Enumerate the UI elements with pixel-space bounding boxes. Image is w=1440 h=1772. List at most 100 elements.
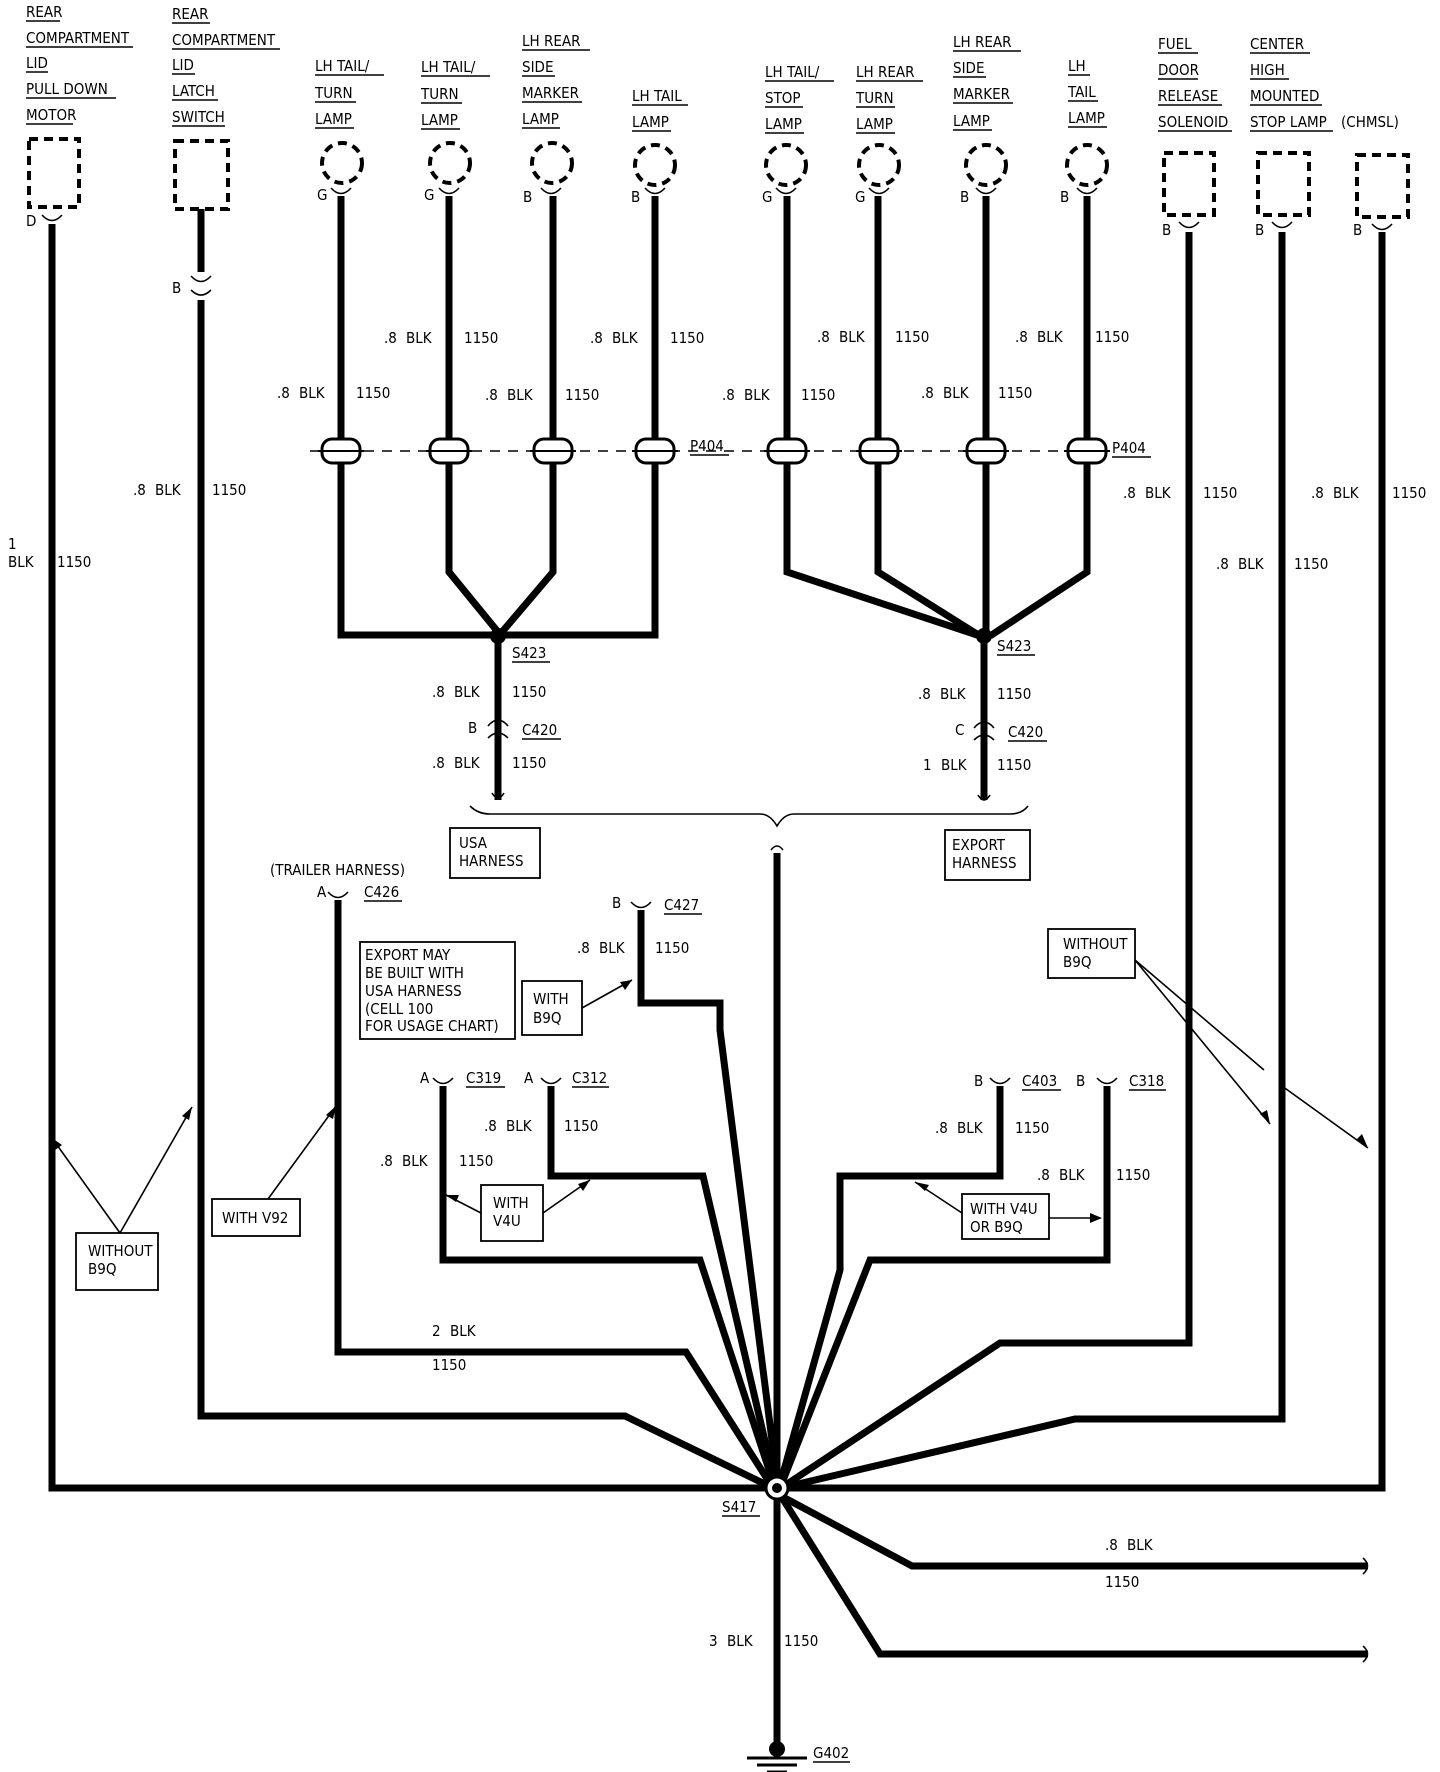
- svg-text:WITHOUT: WITHOUT: [88, 1242, 153, 1260]
- svg-text:1150: 1150: [464, 329, 498, 347]
- svg-text:BLK: BLK: [1238, 555, 1265, 573]
- svg-text:SOLENOID: SOLENOID: [1158, 113, 1228, 131]
- svg-text:1150: 1150: [565, 386, 599, 404]
- svg-text:TURN: TURN: [855, 89, 894, 107]
- svg-text:.8: .8: [918, 685, 931, 703]
- svg-text:1150: 1150: [1095, 328, 1129, 346]
- svg-text:WITH: WITH: [493, 1194, 529, 1212]
- svg-text:BLK: BLK: [454, 754, 481, 772]
- with-v4u-or-b9q-box: WITH V4U OR B9Q: [914, 1181, 1102, 1240]
- svg-text:MARKER: MARKER: [953, 85, 1010, 103]
- lamp-terminals: G G B B G G B B B B B: [317, 186, 1393, 239]
- ground-icon: [769, 1741, 785, 1757]
- svg-text:B: B: [523, 188, 532, 206]
- svg-text:BLK: BLK: [406, 329, 433, 347]
- svg-text:COMPARTMENT: COMPARTMENT: [172, 31, 276, 49]
- svg-text:1150: 1150: [1105, 1573, 1139, 1591]
- svg-text:A: A: [420, 1069, 430, 1087]
- svg-text:BLK: BLK: [612, 329, 639, 347]
- svg-text:1150: 1150: [801, 386, 835, 404]
- svg-text:BLK: BLK: [941, 756, 968, 774]
- lamp-socket-lh-rear-turn: [857, 143, 901, 187]
- svg-text:B: B: [468, 719, 477, 737]
- splice-s417: S417: [722, 1475, 790, 1517]
- svg-text:D: D: [26, 212, 36, 230]
- svg-text:MOUNTED: MOUNTED: [1250, 87, 1319, 105]
- svg-text:.8: .8: [1037, 1166, 1050, 1184]
- svg-text:.8: .8: [384, 329, 397, 347]
- svg-text:1150: 1150: [512, 754, 546, 772]
- svg-text:B: B: [1162, 221, 1171, 239]
- lamp-socket-lh-rear-side-marker-2: [964, 143, 1008, 187]
- svg-text:1150: 1150: [356, 384, 390, 402]
- svg-text:1150: 1150: [1116, 1166, 1150, 1184]
- svg-text:.8: .8: [484, 1117, 497, 1135]
- without-b9q-box-right: WITHOUT B9Q: [1047, 928, 1369, 1149]
- svg-text:BLK: BLK: [299, 384, 326, 402]
- lamp-socket-lh-tail-2: [1065, 143, 1109, 187]
- svg-text:1150: 1150: [1203, 484, 1237, 502]
- svg-text:LH REAR: LH REAR: [522, 32, 580, 50]
- connector-c420-usa: B C420: [468, 719, 561, 799]
- svg-text:A: A: [317, 883, 327, 901]
- lamp-socket-lh-tail-1: [633, 143, 677, 187]
- splice-s423-right: S423: [976, 628, 1035, 656]
- svg-text:TAIL: TAIL: [1067, 83, 1096, 101]
- label-chmsl: CENTER HIGH MOUNTED STOP LAMP (CHMSL): [1250, 35, 1399, 132]
- svg-text:LH TAIL/: LH TAIL/: [315, 57, 370, 75]
- with-b9q-box: WITH B9Q: [521, 979, 633, 1036]
- p404-connector-right: [764, 437, 1110, 465]
- label-lh-tail-turn-2: LH TAIL/ TURN LAMP: [420, 58, 490, 130]
- svg-text:1150: 1150: [1294, 555, 1328, 573]
- component-latch-switch: [173, 139, 230, 211]
- with-v92-box: WITH V92: [211, 1105, 337, 1237]
- svg-text:1150: 1150: [432, 1356, 466, 1374]
- svg-text:STOP: STOP: [765, 89, 801, 107]
- svg-text:USA HARNESS: USA HARNESS: [365, 982, 462, 1000]
- component-chmsl: [1256, 151, 1311, 217]
- svg-text:WITHOUT: WITHOUT: [1063, 935, 1128, 953]
- svg-text:LAMP: LAMP: [421, 111, 458, 129]
- label-pulldown-motor: REAR COMPARTMENT LID PULL DOWN MOTOR: [26, 3, 133, 125]
- svg-text:BLK: BLK: [1333, 484, 1360, 502]
- svg-text:RELEASE: RELEASE: [1158, 87, 1218, 105]
- svg-text:BLK: BLK: [402, 1152, 429, 1170]
- svg-text:BLK: BLK: [1059, 1166, 1086, 1184]
- svg-text:.8: .8: [432, 754, 445, 772]
- svg-text:FOR USAGE CHART): FOR USAGE CHART): [365, 1017, 499, 1035]
- svg-text:LH TAIL/: LH TAIL/: [421, 58, 476, 76]
- svg-text:TURN: TURN: [314, 84, 353, 102]
- svg-text:B: B: [612, 894, 621, 912]
- svg-text:.8: .8: [817, 328, 830, 346]
- connector-c426: A C426 (TRAILER HARNESS): [270, 861, 405, 902]
- svg-text:LID: LID: [26, 54, 48, 72]
- svg-text:(CELL 100: (CELL 100: [365, 1000, 433, 1018]
- svg-text:MARKER: MARKER: [522, 84, 579, 102]
- svg-text:HARNESS: HARNESS: [459, 852, 524, 870]
- svg-text:C318: C318: [1129, 1072, 1164, 1090]
- svg-text:1150: 1150: [459, 1152, 493, 1170]
- svg-text:OR B9Q: OR B9Q: [970, 1218, 1023, 1236]
- connector-c319: A C319: [420, 1069, 505, 1088]
- svg-text:BLK: BLK: [727, 1632, 754, 1650]
- svg-text:S417: S417: [722, 1498, 756, 1516]
- label-lh-tail-turn-1: LH TAIL/ TURN LAMP: [314, 57, 384, 129]
- lamp-socket-lh-rear-side-marker-1: [530, 141, 574, 185]
- lamp-socket-lh-tail-turn-2: [428, 141, 472, 185]
- svg-text:3: 3: [709, 1632, 718, 1650]
- svg-text:.8: .8: [577, 939, 590, 957]
- svg-text:.8: .8: [1015, 328, 1028, 346]
- svg-text:BLK: BLK: [1037, 328, 1064, 346]
- svg-text:USA: USA: [459, 834, 488, 852]
- svg-text:C403: C403: [1022, 1072, 1057, 1090]
- svg-text:1150: 1150: [998, 384, 1032, 402]
- label-lh-tail-1: LH TAIL LAMP: [632, 87, 688, 132]
- svg-text:SIDE: SIDE: [522, 58, 553, 76]
- label-fuel-door: FUEL DOOR RELEASE SOLENOID: [1158, 35, 1232, 132]
- export-harness-box: EXPORT HARNESS: [944, 829, 1031, 881]
- svg-text:1150: 1150: [895, 328, 929, 346]
- svg-text:REAR: REAR: [172, 5, 209, 23]
- svg-text:1150: 1150: [997, 756, 1031, 774]
- svg-text:C: C: [955, 721, 964, 739]
